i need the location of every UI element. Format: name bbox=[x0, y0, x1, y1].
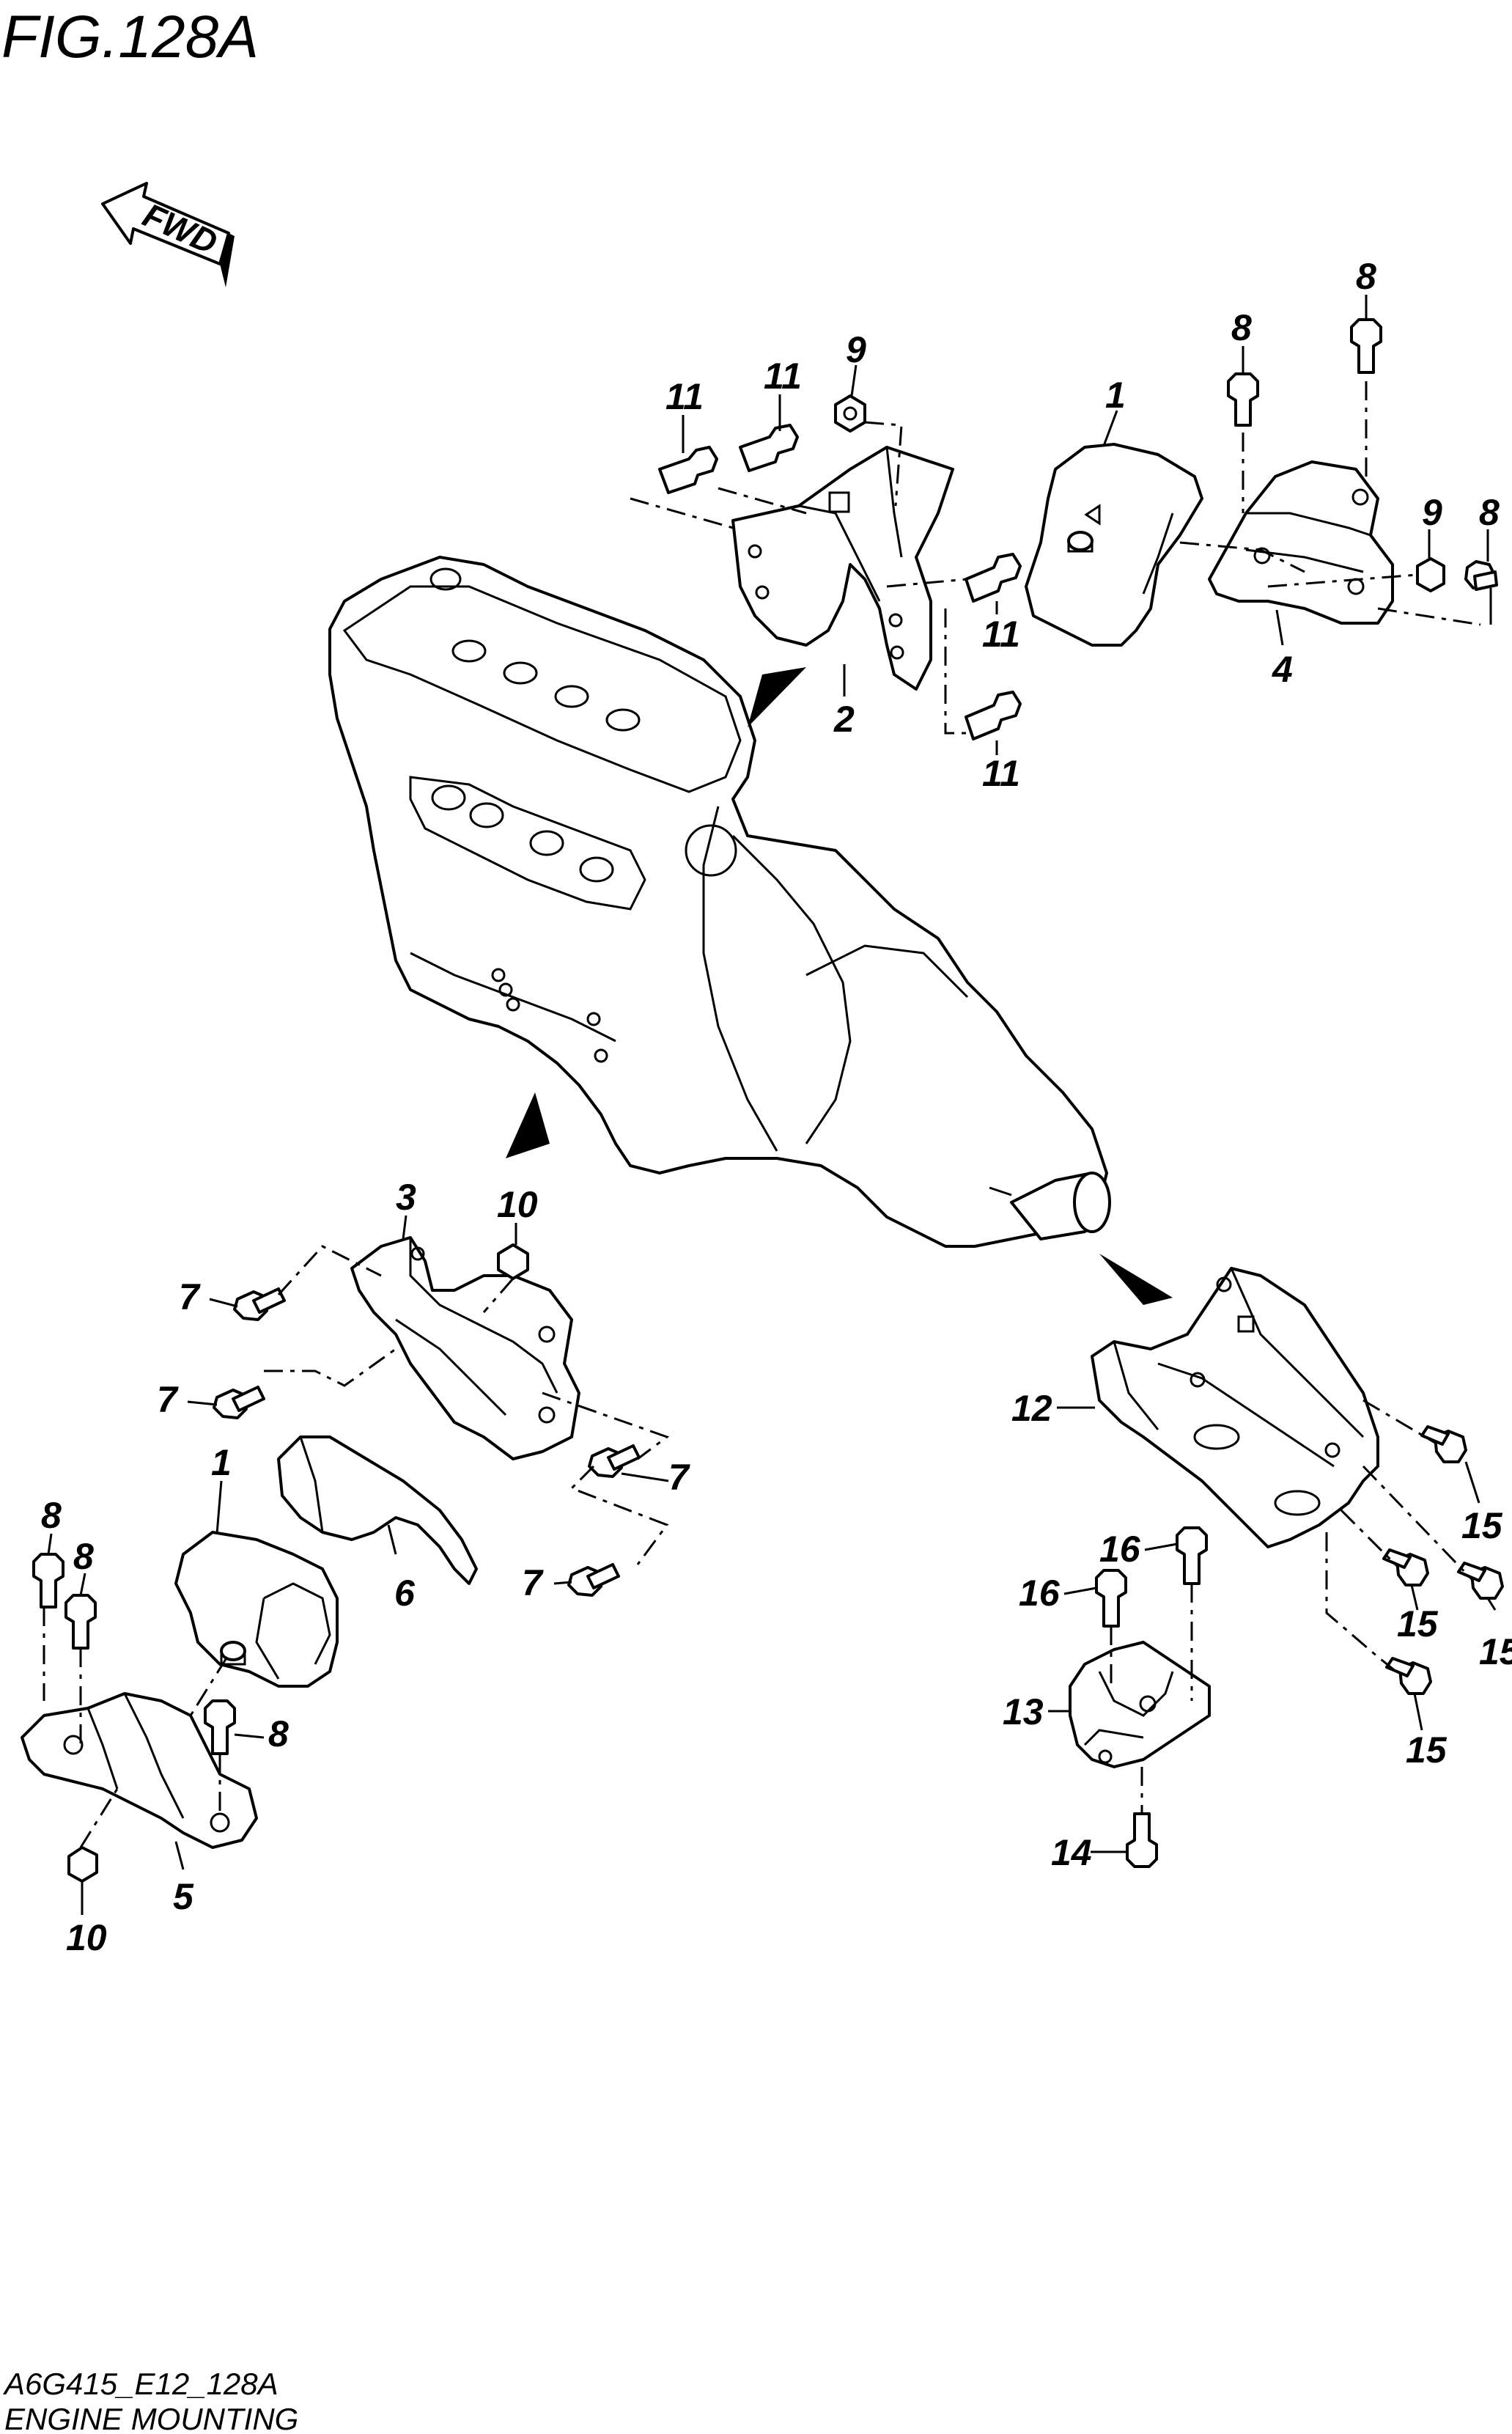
callout-1: 1 bbox=[1105, 375, 1126, 416]
callout-5: 5 bbox=[173, 1876, 194, 1917]
bolt-15d-icon bbox=[1385, 1657, 1432, 1695]
callout-8: 8 bbox=[1356, 256, 1376, 297]
bolt-11b-icon bbox=[739, 424, 799, 472]
callout-8: 8 bbox=[41, 1495, 62, 1536]
callout-3: 3 bbox=[396, 1177, 416, 1218]
pointer-triangle-icon bbox=[1099, 1254, 1173, 1305]
bolt-8b-icon bbox=[1350, 318, 1382, 374]
bolt-16b-icon bbox=[1095, 1569, 1127, 1628]
engine-transmission-assembly bbox=[328, 556, 1111, 1248]
fwd-arrow-icon: FWD bbox=[101, 182, 235, 287]
callout-11: 11 bbox=[764, 356, 802, 397]
pointer-triangle-icon bbox=[748, 667, 806, 727]
callout-8: 8 bbox=[1231, 307, 1252, 348]
mount-part-13 bbox=[1069, 1641, 1211, 1768]
callout-8: 8 bbox=[268, 1713, 289, 1754]
callout-9: 9 bbox=[846, 329, 866, 370]
callout-11: 11 bbox=[665, 376, 704, 417]
bolt-8c-icon bbox=[1464, 560, 1498, 591]
bolt-16a-icon bbox=[1176, 1526, 1208, 1585]
callout-13: 13 bbox=[1003, 1691, 1044, 1732]
callout-8: 8 bbox=[1479, 492, 1500, 533]
callout-16: 16 bbox=[1099, 1529, 1141, 1570]
shield-part-6 bbox=[277, 1435, 478, 1585]
callout-7: 7 bbox=[179, 1276, 201, 1317]
callout-16: 16 bbox=[1019, 1573, 1061, 1614]
bolt-11c-icon bbox=[965, 553, 1022, 603]
callout-10: 10 bbox=[66, 1917, 107, 1958]
callout-2: 2 bbox=[833, 699, 855, 740]
callout-4: 4 bbox=[1272, 649, 1293, 690]
bolt-11a-icon bbox=[658, 446, 718, 494]
pointer-triangle-icon bbox=[506, 1092, 550, 1158]
fwd-label: FWD bbox=[138, 196, 224, 262]
callout-11: 11 bbox=[982, 753, 1020, 794]
bolt-14-icon bbox=[1126, 1812, 1158, 1868]
callout-7: 7 bbox=[157, 1379, 179, 1420]
bolt-8e-icon bbox=[64, 1594, 97, 1650]
mount-part-1-top bbox=[1025, 443, 1203, 647]
bolt-7a-icon bbox=[233, 1287, 286, 1321]
callout-8: 8 bbox=[73, 1536, 94, 1577]
bracket-part-2 bbox=[731, 446, 954, 691]
nut-10b-icon bbox=[67, 1846, 98, 1883]
bolt-15c-icon bbox=[1457, 1562, 1504, 1600]
bracket-part-12 bbox=[1091, 1267, 1379, 1548]
figure-title: FIG.128A bbox=[1, 4, 259, 70]
mount-part-1-lower bbox=[174, 1531, 339, 1688]
bolt-15a-icon bbox=[1420, 1425, 1467, 1463]
callout-15: 15 bbox=[1397, 1603, 1439, 1644]
bolt-8a-icon bbox=[1227, 372, 1259, 427]
bolt-8d-icon bbox=[32, 1553, 64, 1608]
bracket-part-3 bbox=[350, 1236, 580, 1460]
bolt-7b-icon bbox=[213, 1386, 265, 1419]
bolt-7d-icon bbox=[567, 1563, 620, 1597]
callout-10: 10 bbox=[497, 1184, 538, 1225]
diagram-code: A6G415_E12_128A bbox=[2, 2367, 279, 2401]
callout-9: 9 bbox=[1422, 492, 1442, 533]
callout-15: 15 bbox=[1461, 1505, 1503, 1546]
nut-10a-icon bbox=[497, 1243, 529, 1280]
callout-15: 15 bbox=[1479, 1631, 1512, 1672]
callout-15: 15 bbox=[1406, 1729, 1448, 1771]
bolt-15b-icon bbox=[1382, 1548, 1429, 1586]
diagram-name: ENGINE MOUNTING bbox=[4, 2402, 298, 2434]
bolt-7c-icon bbox=[588, 1444, 641, 1478]
callout-1: 1 bbox=[211, 1442, 232, 1483]
callout-6: 6 bbox=[394, 1573, 416, 1614]
nut-9a-icon bbox=[834, 394, 866, 433]
callout-7: 7 bbox=[522, 1562, 544, 1603]
nut-9b-icon bbox=[1416, 557, 1445, 592]
callout-11: 11 bbox=[982, 614, 1020, 655]
callout-7: 7 bbox=[668, 1457, 690, 1498]
bolt-11d-icon bbox=[965, 691, 1022, 740]
bolt-8f-icon bbox=[204, 1699, 236, 1755]
callout-12: 12 bbox=[1011, 1388, 1052, 1429]
bracket-part-4 bbox=[1208, 460, 1394, 625]
callout-14: 14 bbox=[1051, 1832, 1092, 1873]
